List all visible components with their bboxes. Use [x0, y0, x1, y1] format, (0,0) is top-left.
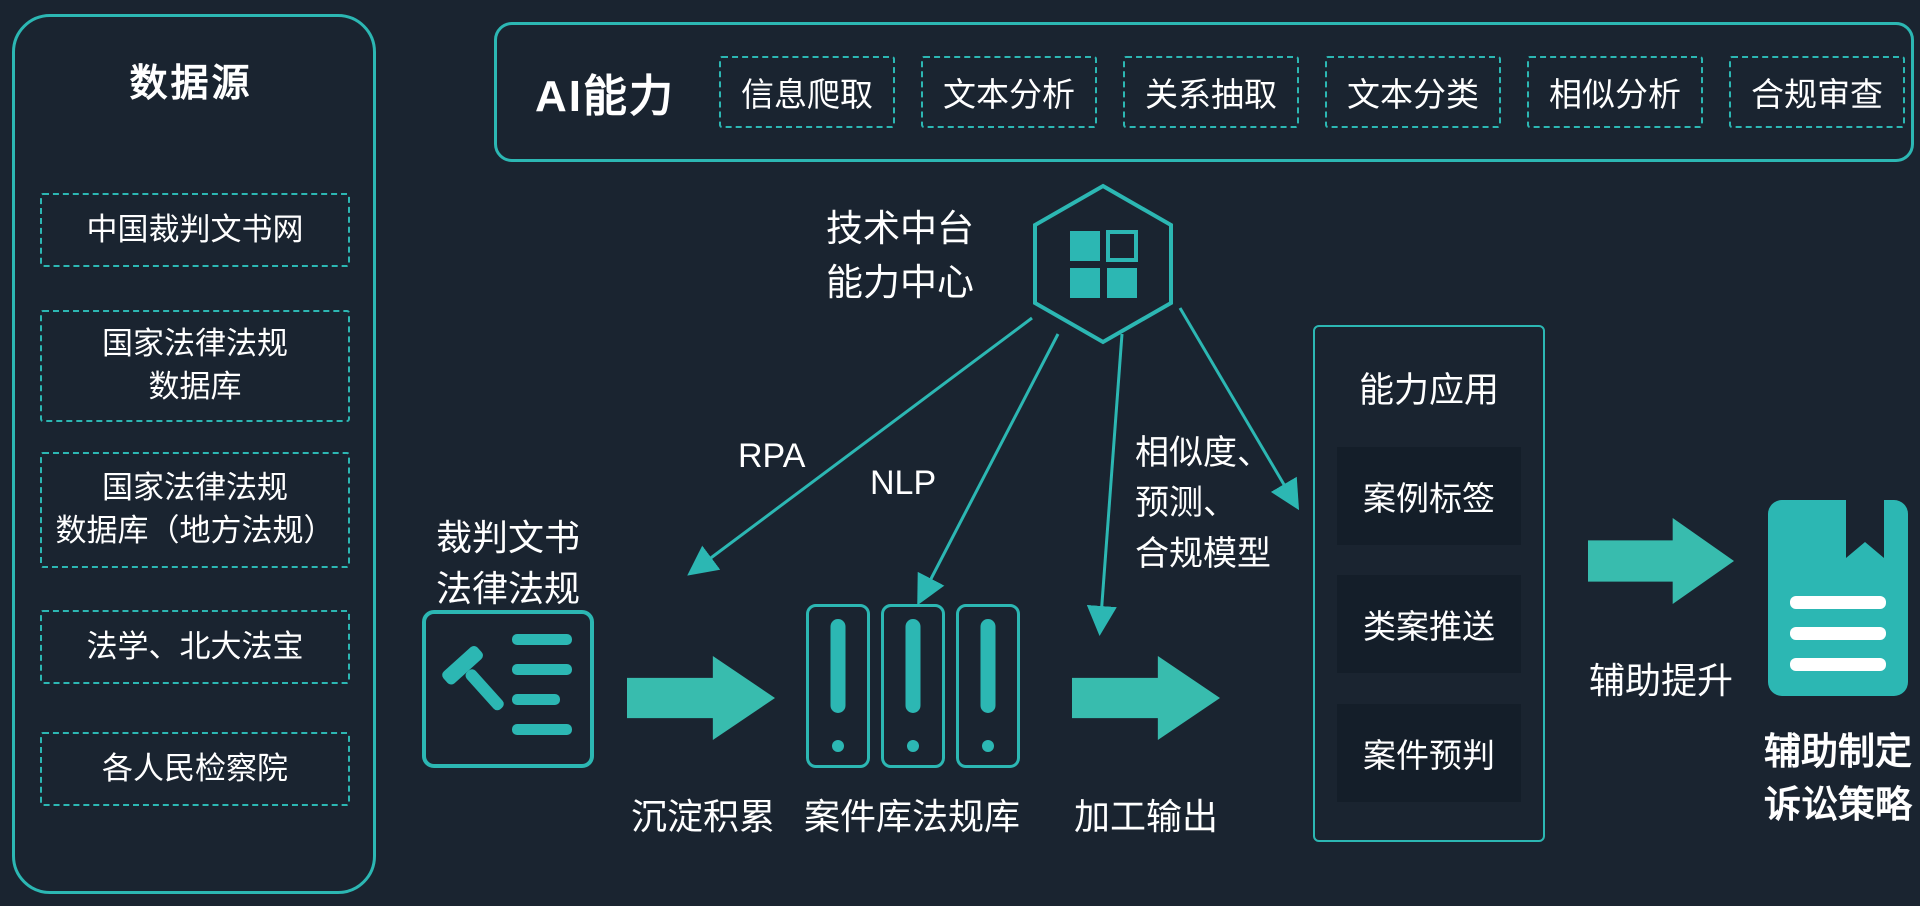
ai-capability-chip: 信息爬取 [719, 56, 895, 128]
bookmark-document-icon [1768, 500, 1908, 696]
step-label-assist: 辅助提升 [1588, 660, 1733, 701]
ai-capability-chip: 文本分类 [1325, 56, 1501, 128]
data-source-item: 中国裁判文书网 [40, 193, 350, 267]
flow-arrow-icon [1072, 656, 1220, 740]
data-source-item: 法学、北大法宝 [40, 610, 350, 684]
tech-platform-hexagon-icon [1033, 183, 1173, 345]
ai-capability-chip: 合规审查 [1729, 56, 1905, 128]
flow-arrow-icon [1588, 518, 1734, 604]
data-source-item: 国家法律法规 数据库（地方法规） [40, 452, 350, 568]
data-sources-title: 数据源 [129, 63, 253, 105]
ai-capability-chips: 信息爬取 文本分析 关系抽取 文本分类 相似分析 合规审查 [719, 56, 1905, 128]
binder-icon [806, 604, 870, 768]
data-sources-panel [12, 14, 376, 894]
result-label: 辅助制定 诉讼策略 [1764, 731, 1912, 825]
binder-icon [881, 604, 945, 768]
tech-platform-label: 技术中台 能力中心 [826, 208, 974, 303]
data-source-item: 国家法律法规 数据库 [40, 310, 350, 422]
binder-icon [956, 604, 1020, 768]
ai-capabilities-banner: AI能力 信息爬取 文本分析 关系抽取 文本分类 相似分析 合规审查 [494, 22, 1914, 162]
applications-box [1313, 325, 1545, 842]
similarity-model-label: 相似度、 预测、 合规模型 [1135, 434, 1271, 573]
application-item: 案例标签 [1337, 447, 1521, 545]
application-item: 案件预判 [1337, 704, 1521, 802]
application-item: 类案推送 [1337, 575, 1521, 673]
applications-title: 能力应用 [1358, 371, 1499, 410]
document-gavel-icon [422, 610, 594, 768]
nlp-label: NLP [870, 464, 937, 502]
ai-capability-chip: 文本分析 [921, 56, 1097, 128]
ai-capabilities-title: AI能力 [535, 72, 675, 121]
data-source-item: 各人民检察院 [40, 732, 350, 806]
step-label-libraries: 案件库法规库 [803, 796, 1020, 837]
source-documents-label: 裁判文书 法律法规 [435, 517, 580, 610]
ai-capability-chip: 关系抽取 [1123, 56, 1299, 128]
rpa-label: RPA [738, 437, 806, 475]
library-icons [806, 604, 1020, 768]
step-label-accumulate: 沉淀积累 [630, 796, 775, 837]
step-label-output: 加工输出 [1073, 796, 1218, 837]
ai-capability-chip: 相似分析 [1527, 56, 1703, 128]
flow-arrow-icon [627, 656, 775, 740]
